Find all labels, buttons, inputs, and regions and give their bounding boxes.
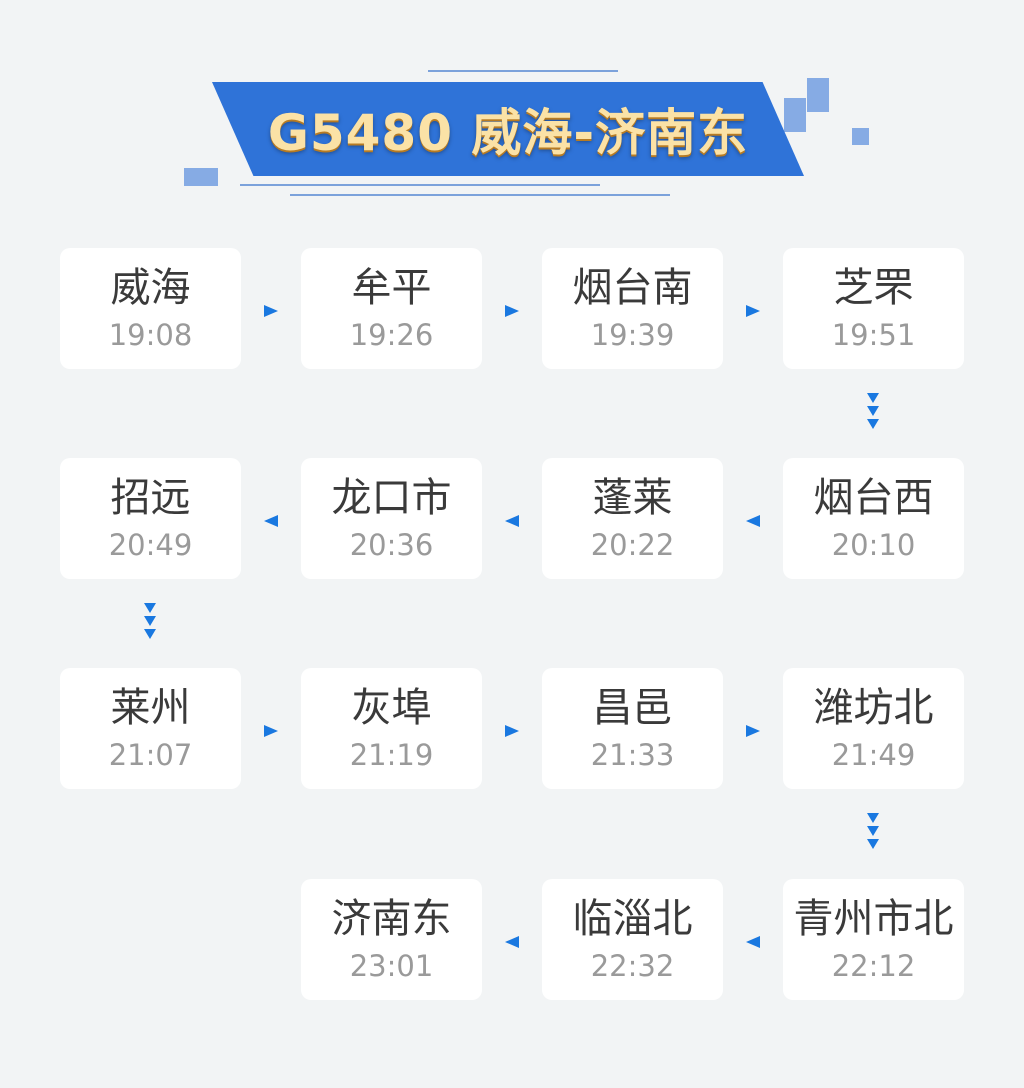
station-time: 23:01: [349, 949, 434, 983]
station-card: 威海 19:08: [60, 248, 241, 369]
arrow-right-icon: [505, 725, 519, 737]
station-card: 牟平 19:26: [301, 248, 482, 369]
station-name: 昌邑: [592, 685, 673, 731]
station-card: 招远 20:49: [60, 458, 241, 579]
arrow-down-icon: [144, 603, 156, 643]
station-name: 莱州: [110, 685, 191, 731]
station-name: 牟平: [351, 265, 432, 311]
station-time: 20:49: [108, 528, 193, 562]
station-time: 19:51: [831, 318, 916, 352]
station-card: 烟台西 20:10: [783, 458, 964, 579]
station-name: 芝罘: [833, 265, 914, 311]
arrow-left-icon: [505, 936, 519, 948]
decor-line: [428, 70, 618, 72]
station-card: 济南东 23:01: [301, 879, 482, 1000]
station-name: 蓬莱: [592, 475, 673, 521]
arrow-left-icon: [264, 515, 278, 527]
station-card: 临淄北 22:32: [542, 879, 723, 1000]
station-name: 潍坊北: [813, 685, 934, 731]
station-time: 21:49: [831, 738, 916, 772]
arrow-left-icon: [746, 936, 760, 948]
station-time: 19:26: [349, 318, 434, 352]
station-card: 潍坊北 21:49: [783, 668, 964, 789]
arrow-left-icon: [505, 515, 519, 527]
decor-line: [290, 194, 670, 196]
arrow-down-icon: [867, 813, 879, 853]
station-name: 青州市北: [793, 896, 954, 942]
station-time: 19:08: [108, 318, 193, 352]
station-card: 芝罘 19:51: [783, 248, 964, 369]
station-name: 临淄北: [572, 896, 693, 942]
decor-line: [240, 184, 600, 186]
arrow-down-icon: [867, 393, 879, 433]
arrow-left-icon: [746, 515, 760, 527]
station-card: 莱州 21:07: [60, 668, 241, 789]
station-name: 烟台南: [572, 265, 693, 311]
station-card: 昌邑 21:33: [542, 668, 723, 789]
station-name: 烟台西: [813, 475, 934, 521]
station-card: 龙口市 20:36: [301, 458, 482, 579]
arrow-right-icon: [746, 725, 760, 737]
station-name: 龙口市: [331, 475, 452, 521]
title-banner: [212, 82, 804, 176]
station-card: 蓬莱 20:22: [542, 458, 723, 579]
station-card: 烟台南 19:39: [542, 248, 723, 369]
station-time: 21:19: [349, 738, 434, 772]
arrow-right-icon: [505, 305, 519, 317]
station-card: 青州市北 22:12: [783, 879, 964, 1000]
arrow-right-icon: [746, 305, 760, 317]
decor-square: [784, 98, 806, 132]
station-time: 22:12: [831, 949, 916, 983]
station-time: 20:10: [831, 528, 916, 562]
station-card: 灰埠 21:19: [301, 668, 482, 789]
decor-square: [852, 128, 869, 145]
station-name: 灰埠: [351, 685, 432, 731]
station-time: 21:07: [108, 738, 193, 772]
station-name: 招远: [110, 475, 191, 521]
station-name: 威海: [110, 265, 191, 311]
station-time: 20:22: [590, 528, 675, 562]
decor-square: [807, 78, 829, 112]
station-time: 19:39: [590, 318, 675, 352]
decor-square: [184, 168, 218, 186]
station-time: 22:32: [590, 949, 675, 983]
arrow-right-icon: [264, 305, 278, 317]
page-title: G5480 威海-济南东: [267, 104, 749, 162]
station-time: 21:33: [590, 738, 675, 772]
arrow-right-icon: [264, 725, 278, 737]
station-time: 20:36: [349, 528, 434, 562]
station-name: 济南东: [331, 896, 452, 942]
